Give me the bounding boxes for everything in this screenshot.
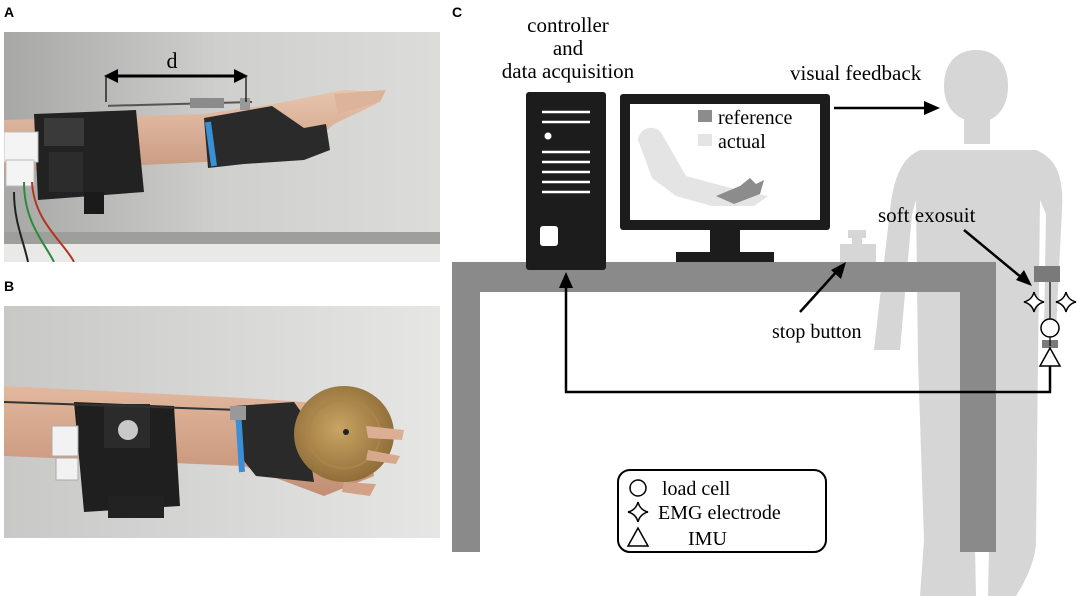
monitor-icon [620, 94, 830, 262]
legend-imu-label: IMU [688, 528, 727, 550]
emg-electrode-icon-right [1055, 291, 1077, 313]
soft-exosuit-label: soft exosuit [878, 203, 976, 227]
setup-diagram: controller and data acquisition referenc… [452, 13, 1077, 596]
computer-tower-icon [526, 92, 606, 270]
computer-label-line2: and [553, 36, 584, 60]
legend-reference-swatch [698, 110, 712, 122]
stop-button-icon [840, 230, 876, 262]
legend-load-cell-icon [629, 479, 647, 497]
signal-loop-line [564, 286, 1052, 394]
legend-imu-icon [626, 526, 650, 547]
distance-label: d [167, 48, 178, 73]
wrist-glove [204, 106, 330, 168]
exosuit-band [1034, 266, 1060, 282]
feedback-arrow-head [924, 101, 940, 115]
emg-electrode-icon-left [1023, 291, 1045, 313]
panel-label-b: B [4, 278, 15, 294]
legend-reference-label: reference [718, 107, 792, 129]
sensor-legend-box [617, 469, 827, 553]
panel-label-a: A [4, 4, 15, 20]
computer-label-line3: data acquisition [502, 59, 635, 83]
table [452, 262, 996, 552]
stop-button-label: stop button [772, 321, 861, 343]
photo-b-arm-load [4, 306, 440, 538]
legend-actual-label: actual [718, 131, 766, 153]
legend-emg-icon [627, 501, 649, 523]
photo-a-arm-exosuit: d [4, 32, 440, 262]
forearm-cuff-b [74, 402, 180, 512]
computer-label-line1: controller [527, 13, 609, 37]
wrist-glove-b [234, 402, 314, 482]
load-cell-icon [1040, 318, 1060, 338]
legend-load-cell-label: load cell [662, 478, 731, 500]
legend-emg-label: EMG electrode [658, 502, 781, 524]
legend-actual-swatch [698, 134, 712, 146]
panel-label-c: C [452, 4, 463, 20]
visual-feedback-label: visual feedback [790, 61, 922, 85]
imu-icon [1038, 346, 1062, 367]
